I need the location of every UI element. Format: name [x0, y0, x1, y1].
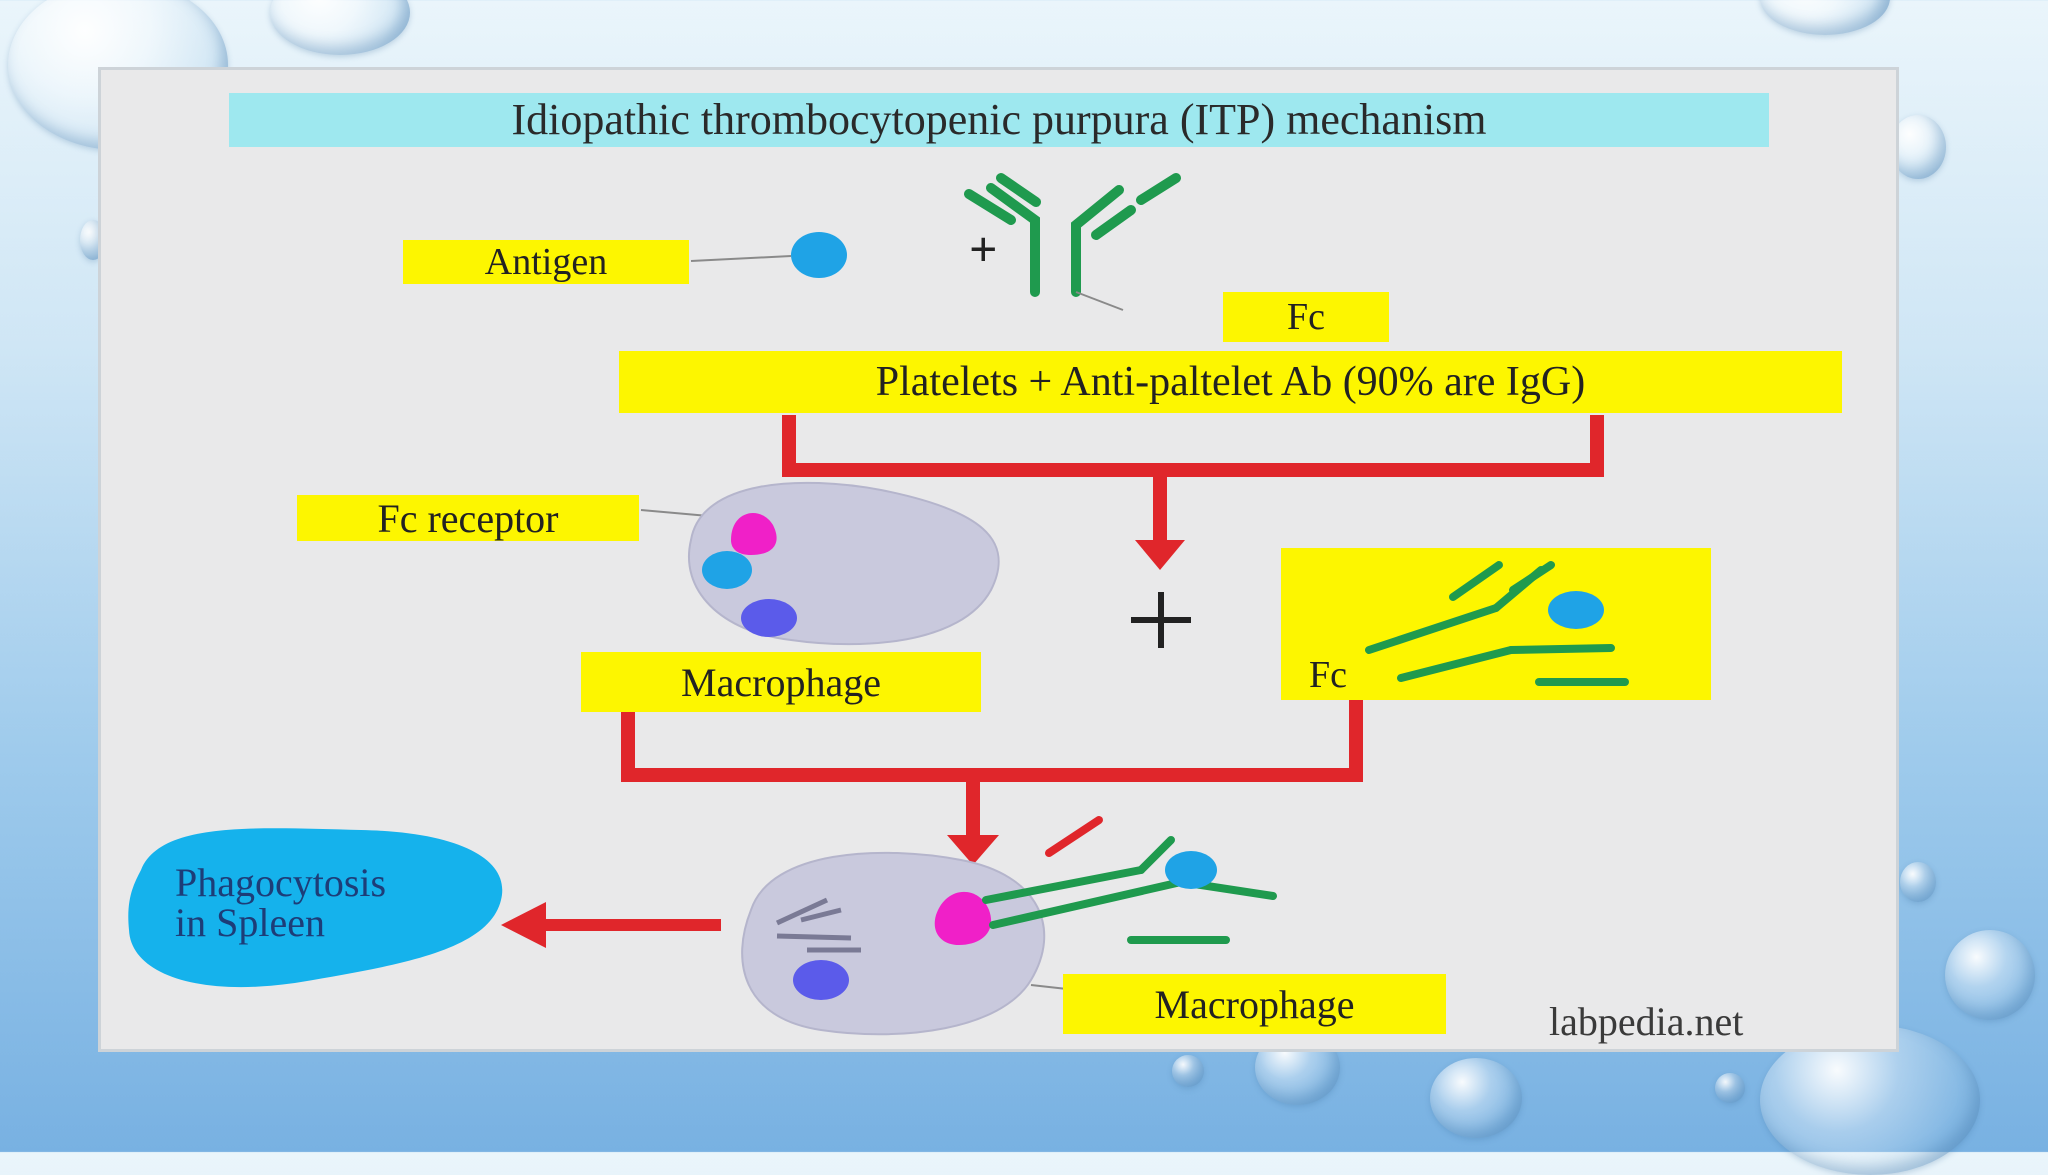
phagocytosis-line-2: in Spleen — [175, 900, 325, 945]
itp-mechanism-diagram — [128, 173, 1711, 1036]
internalized-antibody-icon — [775, 897, 861, 953]
bubble-bottom-small-1 — [1172, 1055, 1204, 1087]
macrophage-cell-2 — [741, 851, 1046, 1036]
bubble-right-lower — [1945, 930, 2035, 1020]
bubble-right-upper — [1890, 115, 1946, 179]
nucleus-cell-2 — [793, 960, 849, 1000]
fc-complex-box — [1281, 548, 1711, 700]
phagocytosis-label: Phagocytosis in Spleen — [175, 863, 386, 943]
watermark: labpedia.net — [1549, 999, 1744, 1044]
bound-antibody-icon — [982, 836, 1277, 944]
top-arrow-head — [1135, 540, 1185, 570]
bubble-top-left-small — [270, 0, 410, 55]
macrophage-label-2: Macrophage — [1063, 974, 1446, 1034]
nucleus-cell-1 — [741, 599, 797, 637]
diagram-card: Idiopathic thrombocytopenic purpura (ITP… — [98, 67, 1899, 1052]
antigen-in-complex — [1548, 591, 1604, 629]
spleen-arrow-head — [501, 902, 546, 948]
fc-receptor-blob-1 — [731, 513, 777, 555]
bound-red-fragment — [1045, 816, 1103, 857]
antibody-icon — [964, 173, 1181, 297]
fc-receptor-blob-2 — [934, 891, 992, 945]
plus-sign-top: + — [969, 221, 998, 277]
fc-pointer-line — [1075, 291, 1124, 311]
antigen-in-cell-1 — [702, 551, 752, 589]
fc-label-top: Fc — [1223, 292, 1389, 342]
bubble-top-right — [1760, 0, 1890, 35]
phagocytosis-line-1: Phagocytosis — [175, 860, 387, 905]
diagram-title: Idiopathic thrombocytopenic purpura (ITP… — [229, 93, 1769, 147]
top-merge-arrow — [782, 415, 1604, 545]
fc-complex-label: Fc — [1309, 654, 1347, 696]
fc-receptor-label: Fc receptor — [297, 495, 639, 541]
platelets-antibody-label: Platelets + Anti-paltelet Ab (90% are Ig… — [619, 351, 1842, 413]
spleen-blob — [128, 828, 503, 988]
bottom-arrow-head — [947, 835, 999, 865]
antigen-dot — [791, 232, 847, 278]
bubble-bottom-small-2 — [1715, 1073, 1745, 1103]
bubble-bottom-mid-2 — [1430, 1058, 1522, 1138]
antigen-pointer-line — [690, 255, 792, 262]
macrophage-label-1: Macrophage — [581, 652, 981, 712]
antibody-complex-icon — [1365, 561, 1629, 686]
antigen-label: Antigen — [403, 240, 689, 284]
bubble-right-mid — [1900, 862, 1936, 902]
antigen-bound — [1165, 851, 1217, 889]
bottom-merge-arrow — [621, 700, 1363, 840]
